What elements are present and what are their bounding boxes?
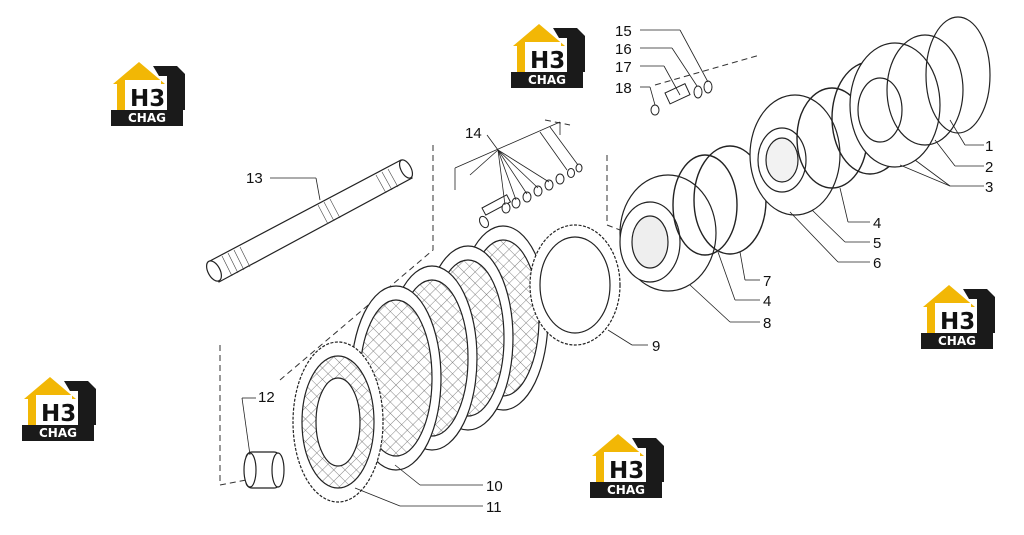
callout-10: 10: [486, 478, 503, 495]
logo-brand: CHAG: [528, 73, 566, 87]
brand-logo: H3 CHAG: [111, 62, 185, 126]
logo-brand: CHAG: [938, 334, 976, 348]
piston-hub: [619, 174, 717, 292]
brand-logo: H3 CHAG: [590, 434, 664, 498]
callout-18: 18: [615, 80, 632, 97]
logo-brand: CHAG: [607, 483, 645, 497]
brand-logo: H3 CHAG: [511, 24, 585, 88]
brand-logo: H3 CHAG: [921, 285, 995, 349]
bolt-washer-set: [454, 121, 583, 229]
logo-mark: H3: [130, 86, 165, 112]
small-gear: [243, 451, 285, 489]
callout-1: 1: [985, 138, 993, 155]
spring-plate-set: [849, 16, 991, 168]
callout-6: 6: [873, 255, 881, 272]
callout-2: 2: [985, 159, 993, 176]
logo-mark: H3: [530, 48, 565, 74]
logo-brand: CHAG: [39, 426, 77, 440]
callout-5: 5: [873, 235, 881, 252]
callout-7: 7: [763, 273, 771, 290]
clutch-disc-stack: [292, 225, 549, 503]
logo-brand: CHAG: [128, 111, 166, 125]
leader-lines: [241, 29, 984, 507]
logo-mark: H3: [940, 309, 975, 335]
part-callouts: 1 2 3 4 5 6 7 4 8 9 10 11 12 13 14 15 16…: [246, 23, 993, 516]
callout-16: 16: [615, 41, 632, 58]
logo-mark: H3: [609, 458, 644, 484]
shaft-part: [206, 159, 414, 283]
brand-logo: H3 CHAG: [22, 377, 96, 441]
callout-15: 15: [615, 23, 632, 40]
callout-12: 12: [258, 389, 275, 406]
valve-parts: [650, 80, 713, 116]
callout-4-lower: 4: [763, 293, 771, 310]
logo-mark: H3: [41, 401, 76, 427]
callout-14: 14: [465, 125, 482, 142]
callout-4: 4: [873, 215, 881, 232]
cylinder-housing: [749, 94, 841, 216]
callout-13: 13: [246, 170, 263, 187]
pressure-plate: [529, 224, 621, 346]
callout-9: 9: [652, 338, 660, 355]
assembly-guide-lines: [219, 54, 761, 486]
callout-11: 11: [486, 499, 502, 516]
callout-8: 8: [763, 315, 771, 332]
callout-17: 17: [615, 59, 632, 76]
callout-3: 3: [985, 179, 993, 196]
